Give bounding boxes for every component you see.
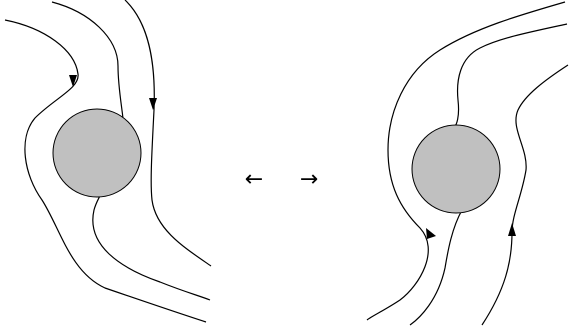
right-panel — [367, 2, 568, 325]
left-circle-obstacle — [53, 109, 141, 197]
left-panel — [5, 0, 211, 322]
right-lower-arrowhead-icon — [508, 223, 516, 236]
right-circle-obstacle — [412, 125, 500, 213]
right-arrow: → — [300, 167, 318, 192]
right-flow-line-lower — [482, 65, 568, 325]
left-flow-line-inner — [125, 0, 211, 266]
left-arrow: ← — [245, 167, 263, 192]
left-inner-arrowhead-icon — [149, 98, 157, 110]
left-outer-arrowhead-icon — [69, 75, 77, 87]
center-arrows: ← → — [245, 167, 318, 192]
right-upper-arrowhead-icon — [426, 228, 436, 239]
